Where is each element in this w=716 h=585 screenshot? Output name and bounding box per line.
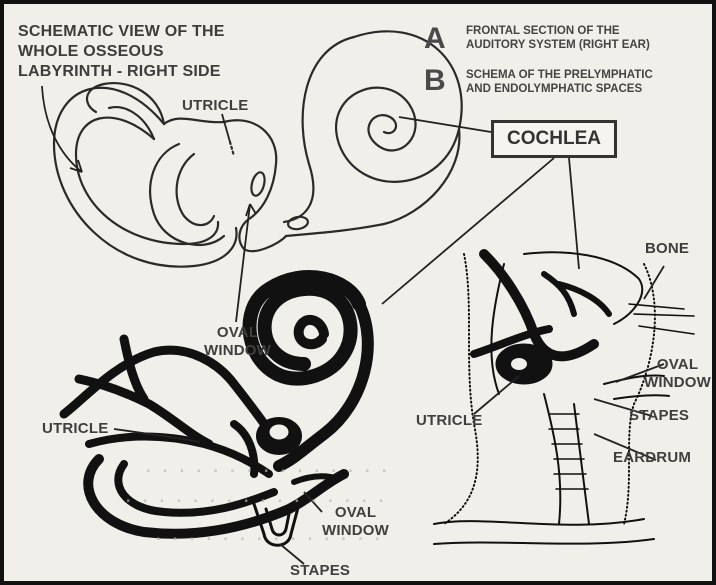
legend-a-line-2: AUDITORY SYSTEM (RIGHT EAR) (466, 38, 650, 52)
oval-window-top-line-1: OVAL (204, 324, 271, 342)
utricle-label-right: UTRICLE (416, 412, 482, 430)
title-line-1: SCHEMATIC VIEW OF THE (18, 22, 225, 42)
legend-b-text: SCHEMA OF THE PRELYMPHATIC AND ENDOLYMPH… (466, 68, 653, 96)
oval-window-right-line-2: WINDOW (644, 374, 711, 392)
utricle-label-left: UTRICLE (42, 420, 108, 438)
legend-a-letter: A (424, 24, 446, 54)
legend-a-text: FRONTAL SECTION OF THE AUDITORY SYSTEM (… (466, 24, 650, 52)
stapes-label-right: STAPES (629, 407, 689, 425)
stapes-label-bottom: STAPES (290, 562, 350, 580)
cochlea-label: COCHLEA (507, 128, 601, 150)
legend-b-letter: B (424, 66, 446, 96)
eardrum-label: EARDRUM (613, 449, 691, 467)
oval-window-label-bottom: OVAL WINDOW (322, 504, 389, 540)
oval-window-top-line-2: WINDOW (204, 342, 271, 360)
diagram-title: SCHEMATIC VIEW OF THE WHOLE OSSEOUS LABY… (18, 22, 225, 82)
bone-label: BONE (645, 240, 689, 258)
utricle-label-top: UTRICLE (182, 97, 248, 115)
oval-window-right-line-1: OVAL (644, 356, 711, 374)
legend-b-line-1: SCHEMA OF THE PRELYMPHATIC (466, 68, 653, 82)
oval-window-bottom-line-2: WINDOW (322, 522, 389, 540)
oval-window-label-right: OVAL WINDOW (644, 356, 711, 392)
frontal-section-drawing (434, 252, 694, 544)
title-line-2: WHOLE OSSEOUS (18, 42, 225, 62)
oval-window-bottom-line-1: OVAL (322, 504, 389, 522)
background-bleed-text: . . . . . . . . . . . . . . . (144, 460, 388, 476)
legend-a-line-1: FRONTAL SECTION OF THE (466, 24, 650, 38)
title-line-3: LABYRINTH - RIGHT SIDE (18, 62, 225, 82)
cochlea-label-box: COCHLEA (491, 120, 617, 158)
legend-b-line-2: AND ENDOLYMPHATIC SPACES (466, 82, 653, 96)
oval-window-label-top: OVAL WINDOW (204, 324, 271, 360)
